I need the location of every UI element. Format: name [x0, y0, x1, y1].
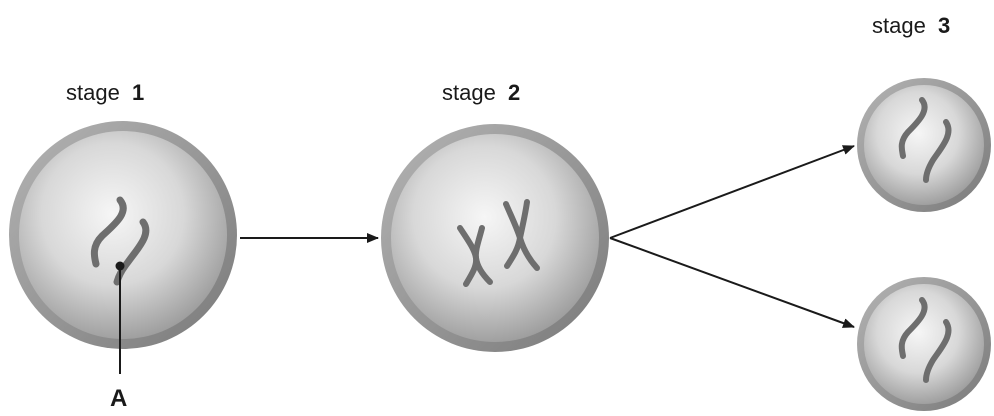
- stage-3-word: stage: [872, 13, 926, 38]
- chromosome: [923, 319, 952, 383]
- chromosome: [898, 297, 928, 359]
- stage-1-word: stage: [66, 80, 120, 105]
- stage-1-label: stage 1: [66, 80, 144, 105]
- chromosome: [90, 196, 127, 268]
- cell-cytoplasm: [864, 284, 984, 404]
- stage-3-top-cell: [857, 78, 991, 212]
- stage-3-bottom-cell: [857, 277, 991, 411]
- stage-2-word: stage: [442, 80, 496, 105]
- stage-3-label: stage 3: [872, 13, 950, 38]
- stage-2-number: 2: [508, 80, 520, 105]
- cell-cytoplasm: [864, 85, 984, 205]
- annotation-label-a: A: [110, 385, 127, 412]
- stage-1-number: 1: [132, 80, 144, 105]
- stage-3-number: 3: [938, 13, 950, 38]
- arrow-stage2-to-stage3-bottom: [609, 237, 855, 328]
- chromosome: [113, 218, 150, 286]
- arrow-stage2-to-stage3-top: [609, 145, 855, 239]
- stage-2-cell: [381, 124, 609, 352]
- cell-cytoplasm: [19, 131, 227, 339]
- stage-2-label: stage 2: [442, 80, 520, 105]
- cell-cytoplasm: [391, 134, 599, 342]
- chromosome: [463, 225, 485, 287]
- chromosome: [504, 199, 530, 269]
- chromosome: [923, 119, 952, 183]
- chromosome: [898, 97, 928, 159]
- stage-1-cell: [9, 121, 237, 374]
